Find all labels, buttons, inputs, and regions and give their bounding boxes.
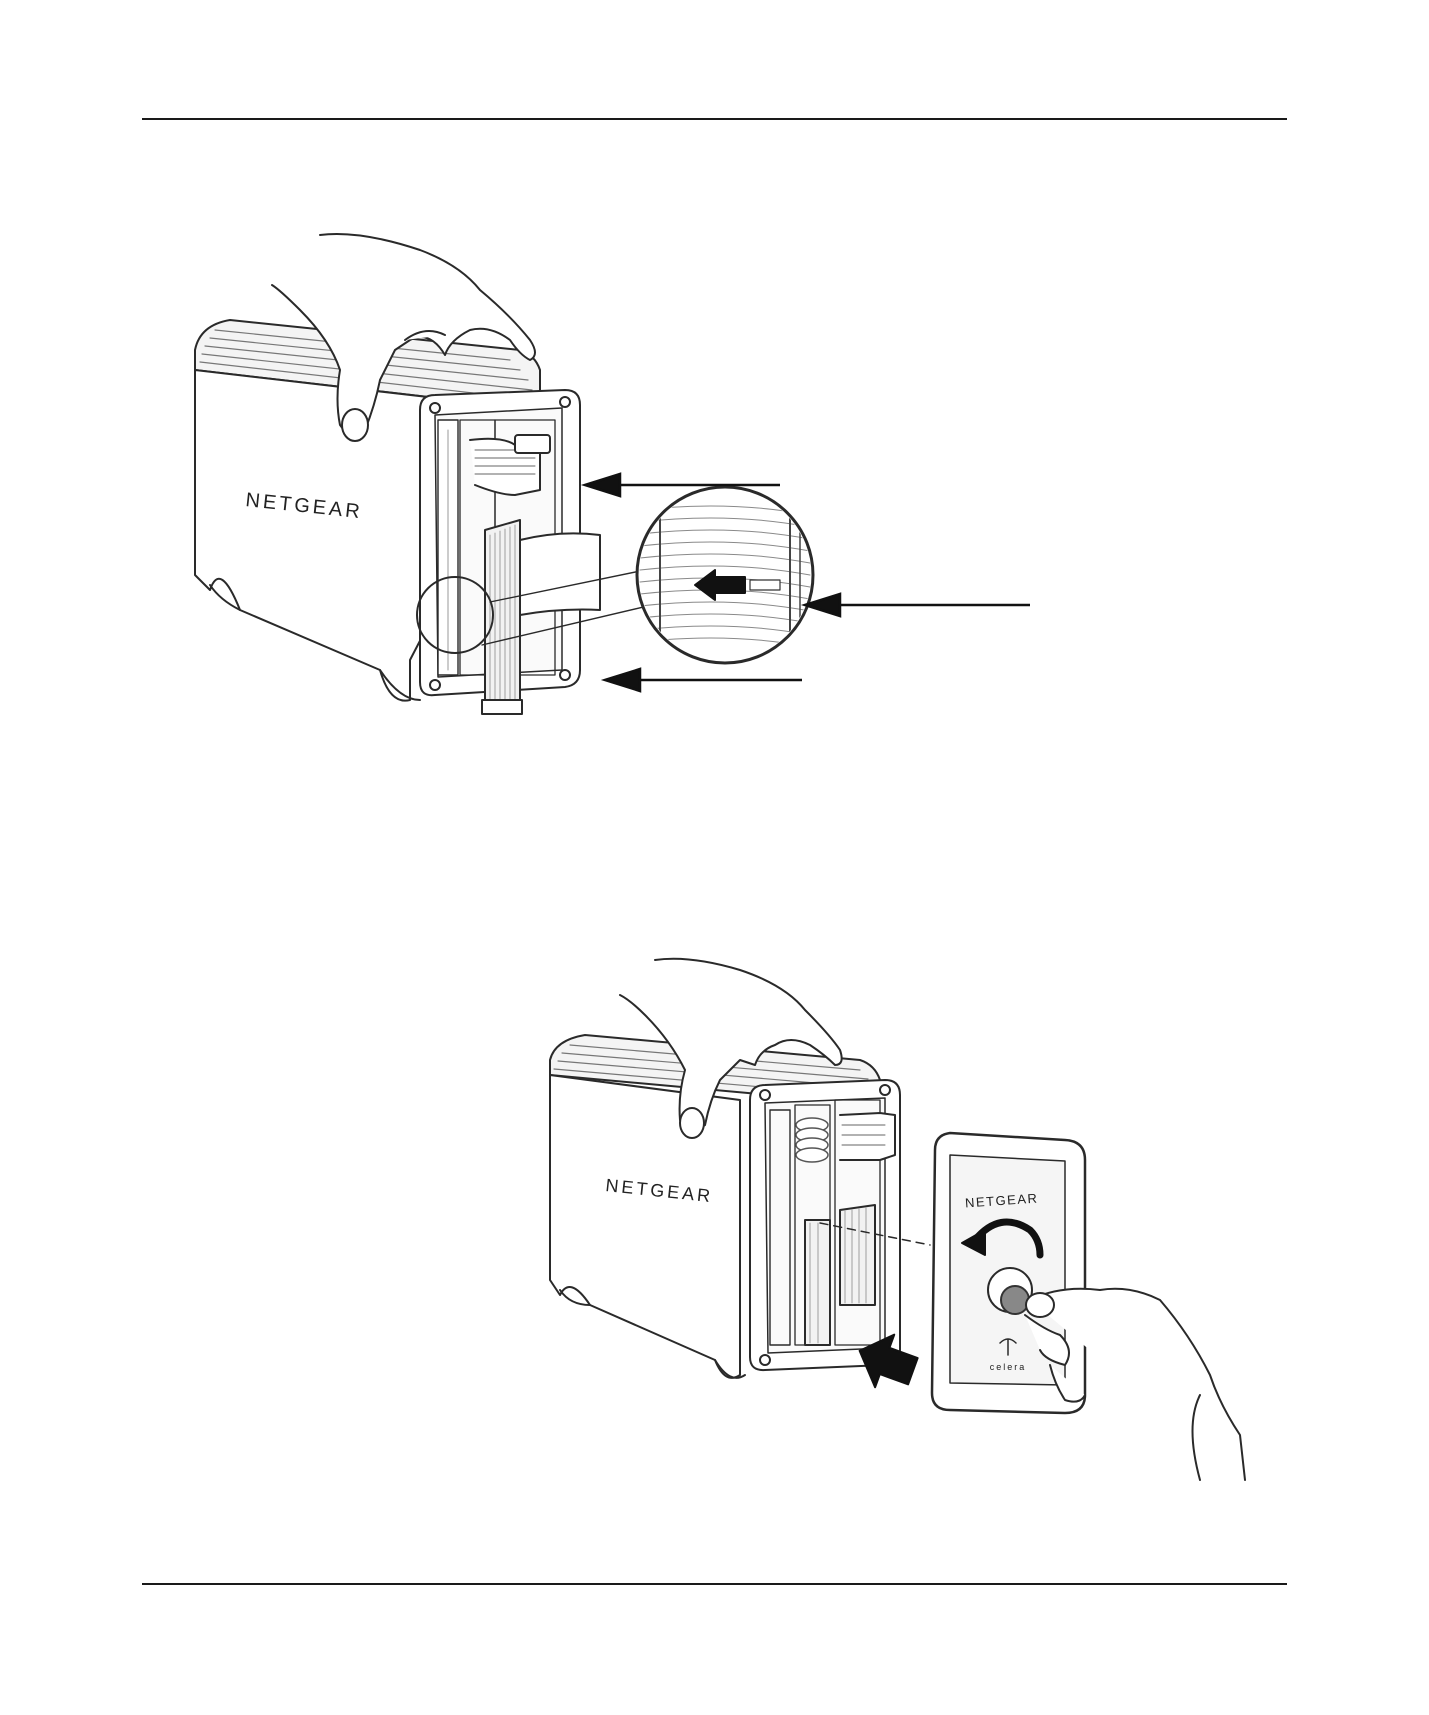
enclosure-side bbox=[550, 1075, 740, 1378]
footer-rule bbox=[142, 1583, 1287, 1585]
figure-cover-install-drawing: NETGEAR celera bbox=[540, 955, 1270, 1485]
figure-cable-removal: NETGEAR bbox=[190, 230, 1070, 740]
cover-logo-label: celera bbox=[990, 1362, 1027, 1372]
magnifier-callout-icon bbox=[637, 487, 813, 670]
header-rule bbox=[142, 118, 1287, 120]
hand-icon bbox=[1025, 1289, 1245, 1480]
front-cover-icon: NETGEAR celera bbox=[932, 1133, 1085, 1413]
figure-cover-install: NETGEAR celera bbox=[540, 955, 1270, 1485]
figure-cable-removal-drawing: NETGEAR bbox=[190, 230, 1070, 740]
